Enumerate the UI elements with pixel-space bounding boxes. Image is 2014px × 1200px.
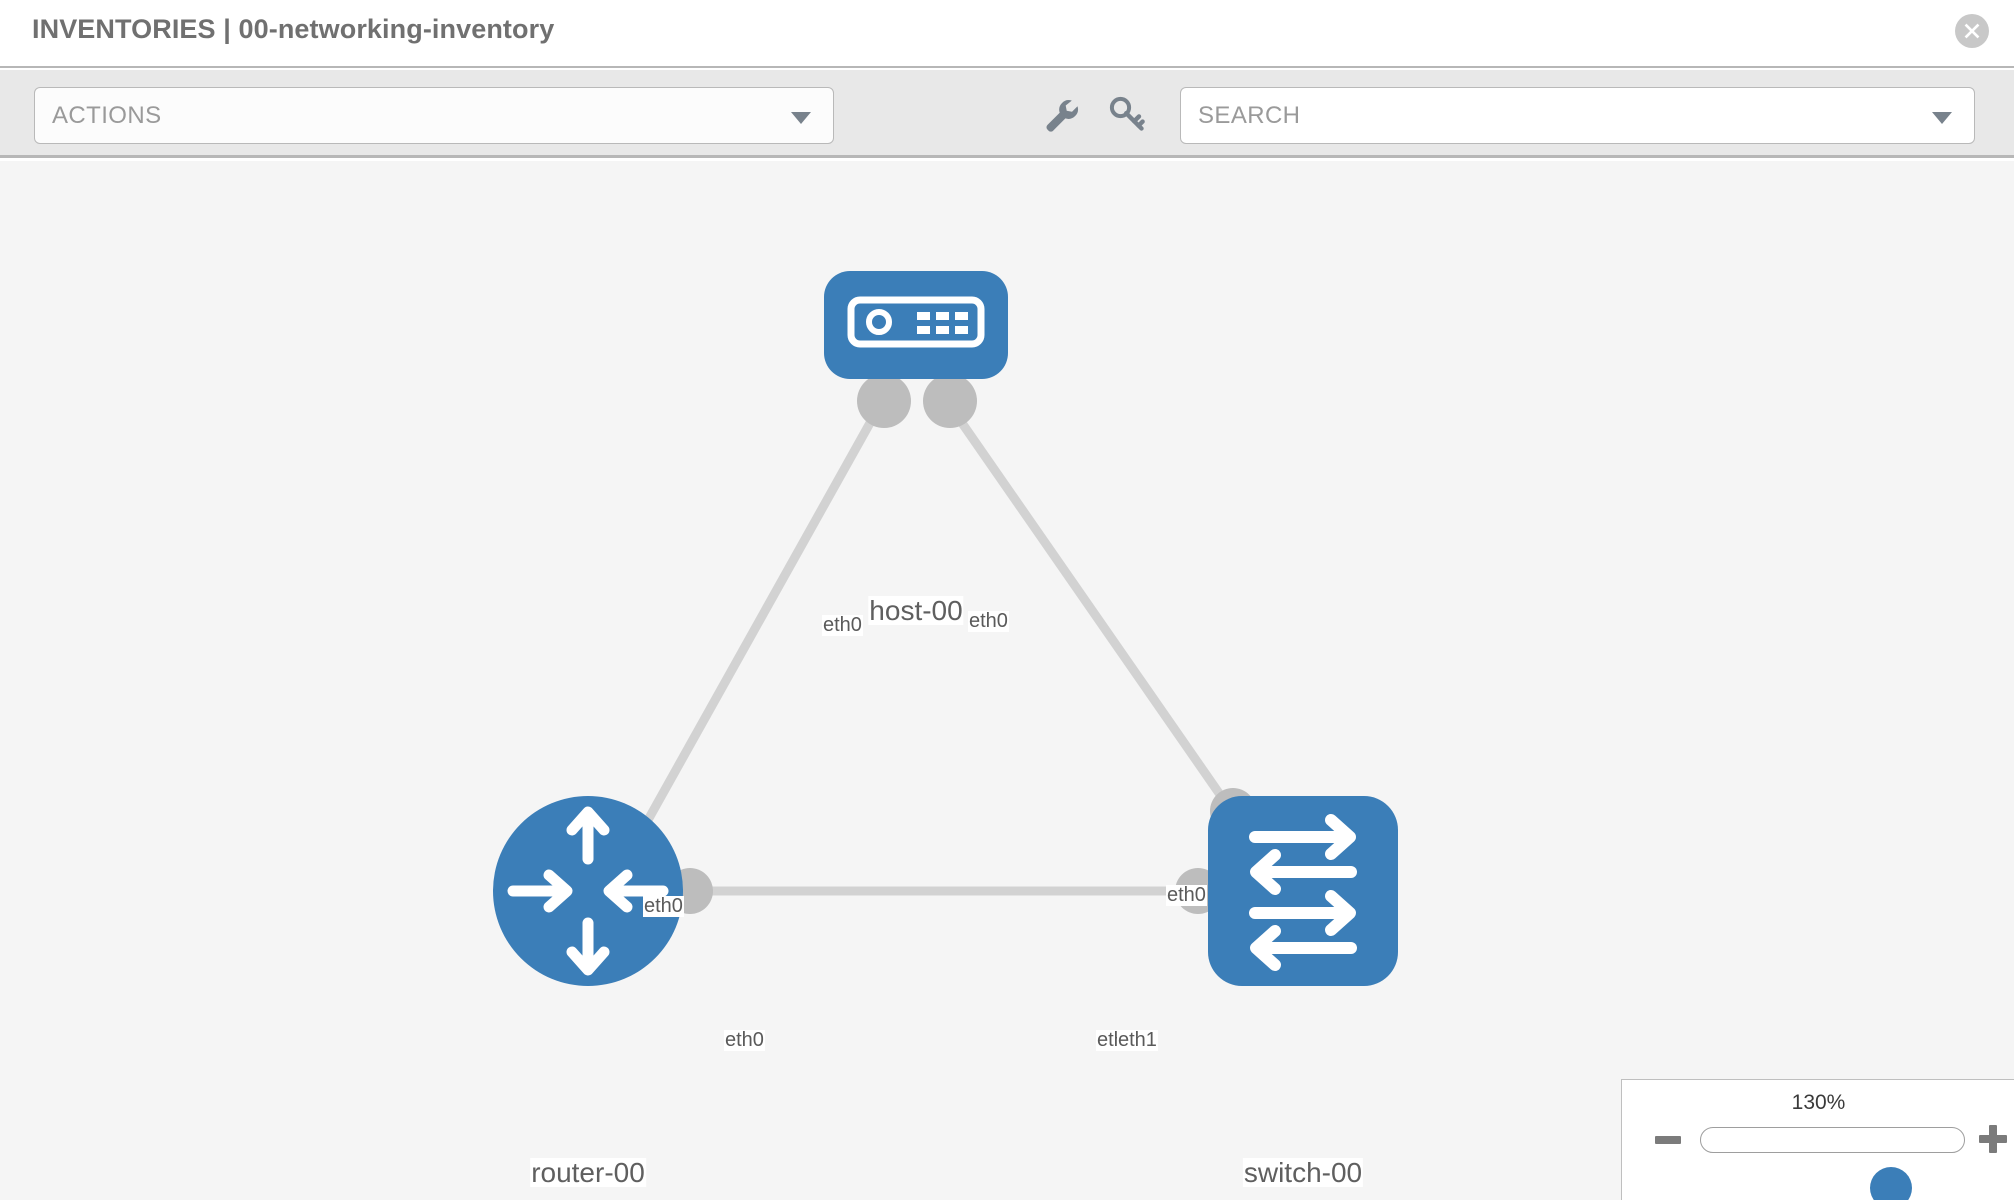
- switch-arrows-icon: [1249, 814, 1357, 971]
- node-label-router-00[interactable]: router-00: [530, 1157, 646, 1188]
- socket-host00-eth0-left[interactable]: [857, 374, 911, 428]
- actions-dropdown[interactable]: ACTIONS: [34, 87, 834, 144]
- node-switch-00[interactable]: [1208, 796, 1398, 986]
- router-00-shape[interactable]: [493, 796, 683, 986]
- node-label-host-00[interactable]: host-00: [868, 595, 964, 626]
- zoom-slider-thumb[interactable]: [1870, 1167, 1912, 1200]
- iface-label-router00-eth0-right[interactable]: eth0: [724, 1029, 765, 1051]
- edge-host00-router00[interactable]: [630, 420, 874, 848]
- node-host-00[interactable]: [824, 271, 1008, 379]
- iface-label-host00-eth0-right[interactable]: eth0: [968, 610, 1009, 632]
- iface-label-router00-eth0-up[interactable]: eth0: [643, 895, 684, 917]
- chevron-down-icon: [791, 112, 811, 124]
- iface-label-switch00-eth0-up[interactable]: eth0: [1166, 884, 1207, 906]
- zoom-control-panel: 130%: [1621, 1079, 2014, 1200]
- key-icon[interactable]: [1105, 92, 1149, 136]
- edge-group: [630, 420, 1259, 896]
- minus-icon[interactable]: [1655, 1136, 1681, 1144]
- toolbar: ACTIONS SEARCH: [0, 70, 2014, 158]
- search-chevron-down-icon[interactable]: [1932, 112, 1952, 124]
- socket-host00-eth0-right[interactable]: [923, 374, 977, 428]
- node-label-switch-00[interactable]: switch-00: [1242, 1157, 1364, 1188]
- iface-label-switch00-eth1[interactable]: eth1: [1117, 1029, 1158, 1051]
- socket-group: [667, 374, 1256, 914]
- window-header: INVENTORIES | 00-networking-inventory: [0, 0, 2014, 68]
- plus-icon[interactable]: [1979, 1125, 2007, 1153]
- wrench-icon[interactable]: [1038, 92, 1082, 136]
- switch-00-shape[interactable]: [1208, 796, 1398, 986]
- edge-host00-switch00[interactable]: [958, 420, 1259, 848]
- page-title: INVENTORIES | 00-networking-inventory: [32, 14, 555, 44]
- search-placeholder: SEARCH: [1198, 102, 1301, 129]
- node-router-00[interactable]: [493, 796, 683, 986]
- zoom-level-value: 130%: [1791, 1091, 1846, 1114]
- actions-dropdown-label: ACTIONS: [52, 102, 162, 129]
- search-input[interactable]: SEARCH: [1180, 87, 1975, 144]
- topology-graph: [493, 271, 1398, 986]
- server-icon: [847, 296, 985, 348]
- topology-canvas[interactable]: host-00 router-00 switch-00 eth0 eth0 et…: [0, 161, 2014, 1200]
- iface-label-host00-eth0-left[interactable]: eth0: [822, 614, 863, 636]
- zoom-slider[interactable]: [1700, 1127, 1965, 1200]
- close-icon[interactable]: [1955, 14, 1989, 48]
- router-arrows-icon: [507, 806, 669, 976]
